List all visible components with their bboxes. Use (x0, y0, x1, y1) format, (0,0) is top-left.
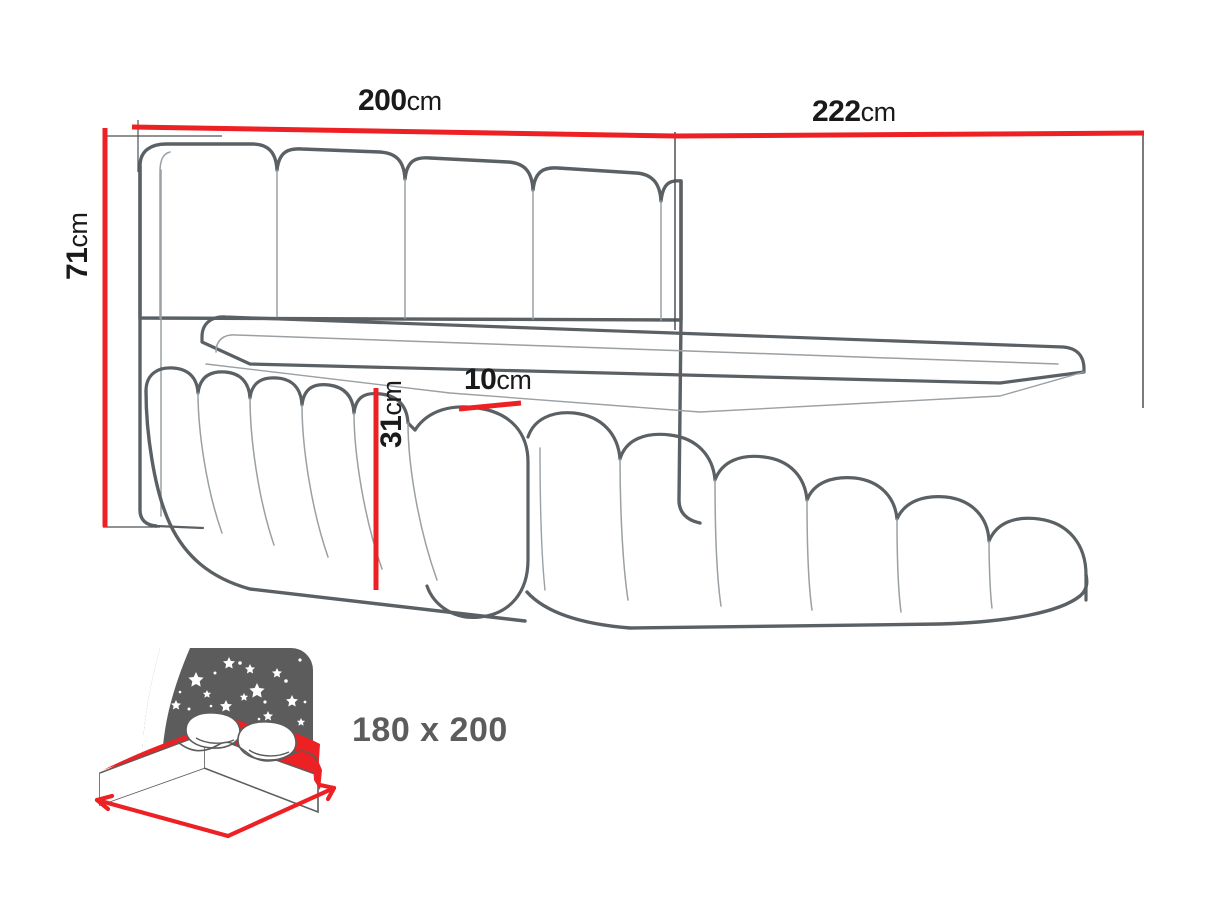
base-front-corner-inner (539, 447, 546, 591)
mattress-dimension-arrows (94, 782, 337, 839)
dimension-value-10: 10 (464, 363, 497, 396)
base-right-channel-4 (896, 518, 902, 613)
dimension-lines (102, 120, 1145, 590)
headboard-right-post (677, 179, 702, 525)
base-right-channel-3 (806, 499, 813, 611)
dimension-line-10cm (458, 400, 522, 412)
pillow-right (237, 721, 297, 761)
mattress-platform-top (200, 315, 1086, 385)
mattress-size-label: 180 x 200 (352, 711, 508, 749)
dimension-unit-200: cm (406, 86, 443, 116)
dimension-label-31cm: 31cm (375, 380, 408, 448)
mattress-platform-front-edge (205, 363, 1085, 413)
base-right-bottom-edge (525, 573, 1089, 630)
dimension-unit-222: cm (860, 97, 897, 127)
base-left-side-outline (144, 366, 417, 432)
base-front-corner-outline (413, 405, 530, 619)
base-left-bottom-edge (144, 389, 527, 623)
dimension-unit-71: cm (63, 212, 93, 248)
mattress-size-icon (94, 648, 337, 839)
dimension-unit-31: cm (377, 380, 407, 416)
dimension-label-222cm: 222cm (812, 97, 896, 127)
mattress-platform-inner-line (215, 334, 1059, 365)
dimension-label-10cm: 10cm (464, 363, 532, 396)
dimension-unit-10: cm (496, 365, 532, 395)
base-right-channel-5 (988, 540, 993, 609)
dimension-value-200: 200 (358, 84, 407, 117)
base-left-channel-5 (407, 422, 438, 581)
headboard-left-edge (138, 164, 158, 528)
base-left-channel-3 (301, 404, 329, 558)
pillow-left-fold (195, 737, 235, 744)
night-swoosh (128, 648, 160, 763)
arrow-length-head (317, 782, 337, 802)
pillow-right-fold (248, 749, 290, 757)
arrow-width (94, 797, 231, 839)
arrow-width-head (94, 793, 115, 812)
headboard-bottom-ledge (154, 524, 205, 530)
base-left-channel-1 (197, 392, 223, 534)
night-swoosh-2 (142, 648, 190, 763)
dimension-line-222cm (675, 130, 1145, 139)
dimension-value-222: 222 (812, 95, 861, 128)
base-left-channel-2 (249, 397, 275, 546)
mattress-sheet-drape-left (100, 734, 204, 805)
dimension-label-71cm: 71cm (61, 212, 94, 280)
dimension-value-31: 31 (375, 415, 408, 448)
bed-illustration (138, 142, 1089, 630)
dimension-value-71: 71 (61, 247, 94, 280)
arrow-length (225, 785, 337, 839)
dimension-line-200cm (131, 124, 677, 139)
base-right-channel-2 (714, 479, 722, 607)
base-right-channel-1 (619, 458, 629, 601)
headboard-channel-1 (159, 151, 171, 319)
headboard-outline (138, 142, 683, 322)
dimension-label-200cm: 200cm (358, 86, 442, 116)
duvet-edge (177, 741, 319, 763)
